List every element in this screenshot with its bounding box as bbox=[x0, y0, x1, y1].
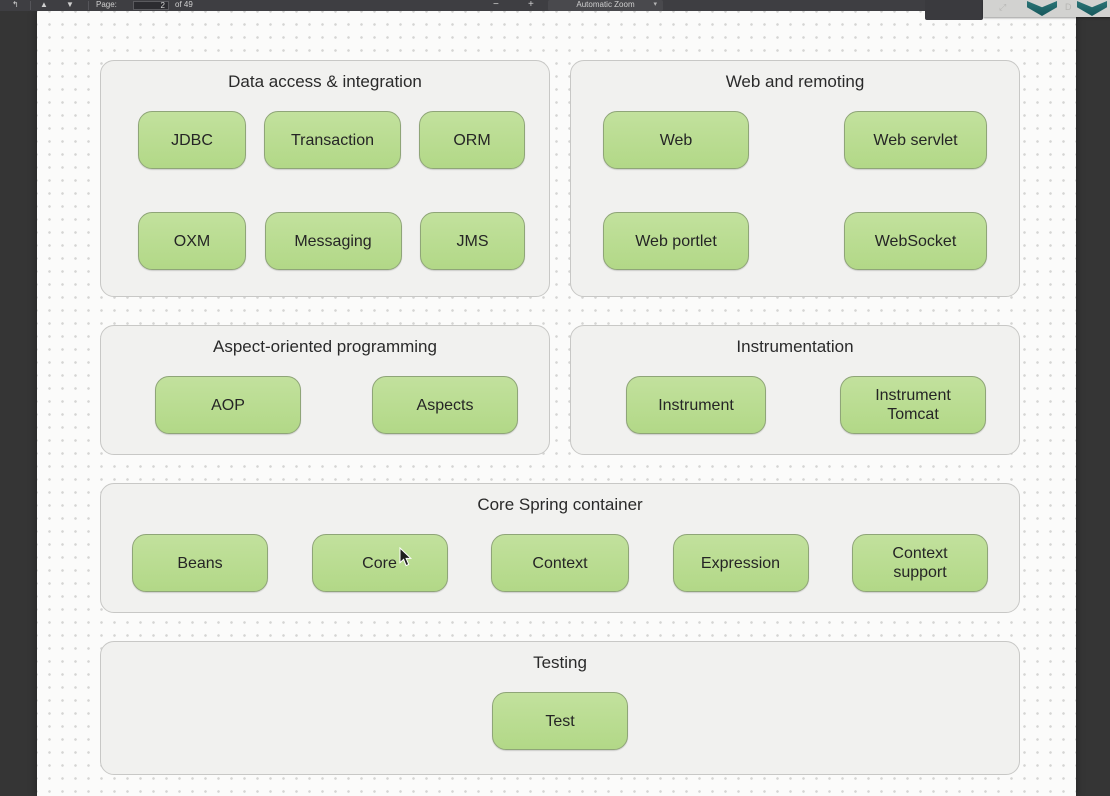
module-expression: Expression bbox=[672, 534, 809, 592]
expand-icon[interactable]: ⤢ bbox=[999, 2, 1007, 12]
module-label: JDBC bbox=[171, 131, 213, 149]
pdf-page: Data access & integration JDBC Transacti… bbox=[37, 10, 1076, 796]
module-instrument: Instrument bbox=[626, 376, 766, 434]
module-jms: JMS bbox=[420, 212, 525, 270]
page-label: Page: bbox=[96, 0, 117, 9]
viewer-gutter-left bbox=[0, 11, 37, 796]
previous-page-icon[interactable]: ▲ bbox=[40, 0, 48, 9]
module-messaging: Messaging bbox=[264, 212, 402, 270]
mouse-cursor bbox=[399, 546, 413, 573]
module-label: Aspects bbox=[416, 396, 474, 414]
capture-widget-overlay: ⤢ D bbox=[983, 0, 1110, 17]
module-label: Test bbox=[545, 712, 575, 730]
back-icon[interactable]: ↰ bbox=[12, 0, 19, 9]
zoom-in-button[interactable]: + bbox=[528, 0, 534, 10]
chevron-down-icon: ▾ bbox=[653, 1, 657, 8]
module-web-servlet: Web servlet bbox=[844, 111, 987, 169]
module-label: Web portlet bbox=[635, 232, 717, 250]
module-core: Core bbox=[311, 534, 448, 592]
module-web: Web bbox=[603, 111, 749, 169]
module-label: Messaging bbox=[294, 232, 372, 250]
module-label: Core bbox=[362, 554, 397, 572]
group-core-container: Core Spring container Beans Core Context… bbox=[100, 483, 1020, 613]
group-data-access: Data access & integration JDBC Transacti… bbox=[100, 60, 550, 297]
module-label: Instrument Tomcat bbox=[875, 387, 951, 423]
module-test: Test bbox=[492, 692, 628, 750]
page-total-label: of 49 bbox=[175, 0, 193, 9]
module-label: Expression bbox=[700, 554, 781, 572]
module-label: Web servlet bbox=[873, 131, 958, 149]
d-glyph-icon: D bbox=[1065, 2, 1072, 12]
group-title: Testing bbox=[533, 653, 587, 672]
zoom-mode-label: Automatic Zoom bbox=[576, 0, 635, 9]
module-label: JMS bbox=[456, 232, 489, 250]
next-page-icon[interactable]: ▼ bbox=[66, 0, 74, 9]
module-context-support: Context support bbox=[852, 534, 988, 592]
module-label: OXM bbox=[173, 232, 211, 250]
module-label: WebSocket bbox=[874, 232, 957, 250]
group-title: Aspect-oriented programming bbox=[213, 337, 437, 356]
group-testing: Testing Test bbox=[100, 641, 1020, 775]
page-number-input[interactable]: 2 bbox=[133, 1, 169, 10]
module-label: ORM bbox=[453, 131, 491, 149]
module-jdbc: JDBC bbox=[138, 111, 246, 169]
module-orm: ORM bbox=[419, 111, 525, 169]
group-web-remoting: Web and remoting Web Web servlet Web por… bbox=[570, 60, 1020, 297]
module-instrument-tomcat: Instrument Tomcat bbox=[840, 376, 986, 434]
module-label: Transaction bbox=[291, 131, 374, 149]
group-title: Instrumentation bbox=[736, 337, 854, 356]
pdf-toolbar: ↰ ▲ ▼ Page: 2 of 49 − + Automatic Zoom ▾ bbox=[0, 0, 1110, 11]
toolbar-divider bbox=[88, 1, 89, 10]
group-title: Data access & integration bbox=[228, 72, 422, 91]
group-title: Core Spring container bbox=[477, 495, 643, 514]
group-aop: Aspect-oriented programming AOP Aspects bbox=[100, 325, 550, 455]
module-label: Beans bbox=[177, 554, 223, 572]
group-title: Web and remoting bbox=[725, 72, 865, 91]
module-label: AOP bbox=[211, 396, 245, 414]
module-oxm: OXM bbox=[138, 212, 246, 270]
module-context: Context bbox=[491, 534, 629, 592]
module-beans: Beans bbox=[132, 534, 268, 592]
toolbar-divider bbox=[30, 1, 31, 10]
chevron-down-icon[interactable] bbox=[1077, 1, 1107, 16]
module-websocket: WebSocket bbox=[844, 212, 987, 270]
module-transaction: Transaction bbox=[264, 111, 401, 169]
module-aop: AOP bbox=[155, 376, 301, 434]
group-instrumentation: Instrumentation Instrument Instrument To… bbox=[570, 325, 1020, 455]
module-web-portlet: Web portlet bbox=[603, 212, 749, 270]
chevron-down-icon[interactable] bbox=[1027, 1, 1057, 16]
module-label: Context bbox=[532, 554, 588, 572]
module-label: Instrument bbox=[658, 396, 734, 414]
zoom-mode-select[interactable]: Automatic Zoom ▾ bbox=[548, 0, 663, 11]
module-label: Context support bbox=[892, 545, 948, 581]
viewer-gutter-right bbox=[1076, 11, 1110, 796]
toolbar-button-block[interactable] bbox=[925, 0, 983, 20]
module-aspects: Aspects bbox=[372, 376, 518, 434]
zoom-out-button[interactable]: − bbox=[493, 0, 499, 10]
module-label: Web bbox=[659, 131, 693, 149]
